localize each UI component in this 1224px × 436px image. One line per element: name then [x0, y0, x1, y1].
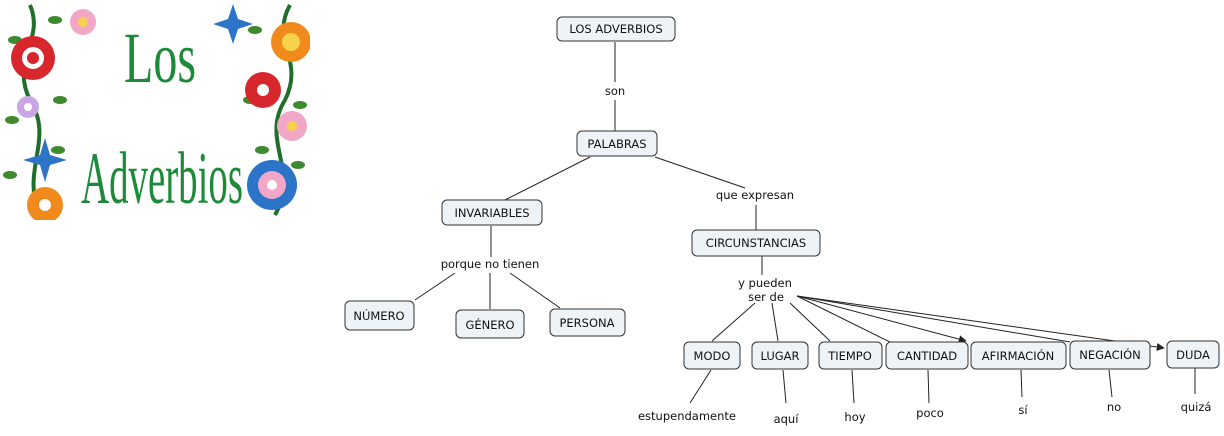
example-duda: quizá [1181, 400, 1212, 414]
node-label: GÉNERO [465, 317, 514, 332]
node-invariables[interactable]: INVARIABLES [441, 199, 543, 226]
node-palabras[interactable]: PALABRAS [576, 130, 658, 157]
node-circunstancias[interactable]: CIRCUNSTANCIAS [691, 229, 821, 257]
example-modo: estupendamente [638, 409, 736, 423]
node-numero[interactable]: NÚMERO [344, 300, 415, 331]
red-flower-icon [11, 36, 55, 80]
node-tiempo[interactable]: TIEMPO [818, 341, 883, 370]
node-label: LOS ADVERBIOS [569, 22, 662, 36]
node-label: PERSONA [559, 316, 614, 330]
node-genero[interactable]: GÉNERO [455, 309, 525, 339]
node-lugar[interactable]: LUGAR [751, 341, 809, 370]
link-label-ser-de: ser de [748, 290, 784, 304]
link-label-y-pueden: y pueden [738, 276, 792, 290]
artwork-title-line1: Los [124, 18, 196, 98]
blue-star-flower-icon [213, 4, 253, 44]
example-cantidad: poco [916, 406, 944, 420]
violet-flower-icon [17, 96, 39, 118]
node-label: PALABRAS [587, 137, 646, 151]
node-negacion[interactable]: NEGACIÓN [1069, 340, 1151, 370]
example-tiempo: hoy [844, 410, 865, 424]
example-afirmacion: sí [1018, 403, 1028, 417]
node-label: AFIRMACIÓN [982, 348, 1055, 363]
node-label: NÚMERO [353, 308, 404, 323]
node-label: DUDA [1176, 348, 1210, 362]
link-label-son: son [605, 84, 625, 98]
blue-star-flower-icon [23, 138, 67, 182]
link-label-que-expresan: que expresan [716, 188, 794, 202]
node-los-adverbios[interactable]: LOS ADVERBIOS [556, 16, 676, 42]
red-flower-icon [245, 72, 281, 108]
node-modo[interactable]: MODO [683, 341, 741, 370]
node-label: CIRCUNSTANCIAS [706, 236, 806, 250]
node-duda[interactable]: DUDA [1166, 340, 1220, 369]
link-label-porque-no-tienen: porque no tienen [441, 257, 540, 271]
node-label: NEGACIÓN [1079, 347, 1141, 362]
node-label: TIEMPO [827, 349, 872, 363]
node-label: LUGAR [760, 349, 799, 363]
node-cantidad[interactable]: CANTIDAD [885, 341, 969, 370]
pink-flower-icon [277, 111, 307, 141]
node-afirmacion[interactable]: AFIRMACIÓN [970, 341, 1067, 370]
node-label: CANTIDAD [897, 349, 957, 363]
orange-flower-icon [271, 22, 310, 62]
blue-flower-icon [247, 160, 297, 210]
pink-flower-icon [70, 9, 96, 35]
edges [414, 42, 1196, 404]
node-persona[interactable]: PERSONA [549, 308, 626, 337]
artwork-title-line2: Adverbios [81, 138, 243, 220]
node-label: MODO [694, 349, 731, 363]
example-negacion: no [1107, 400, 1121, 414]
example-lugar: aquí [774, 412, 800, 426]
los-adverbios-artwork: Los Adverbios [3, 4, 310, 220]
node-label: INVARIABLES [454, 206, 529, 220]
orange-flower-icon [27, 187, 63, 220]
